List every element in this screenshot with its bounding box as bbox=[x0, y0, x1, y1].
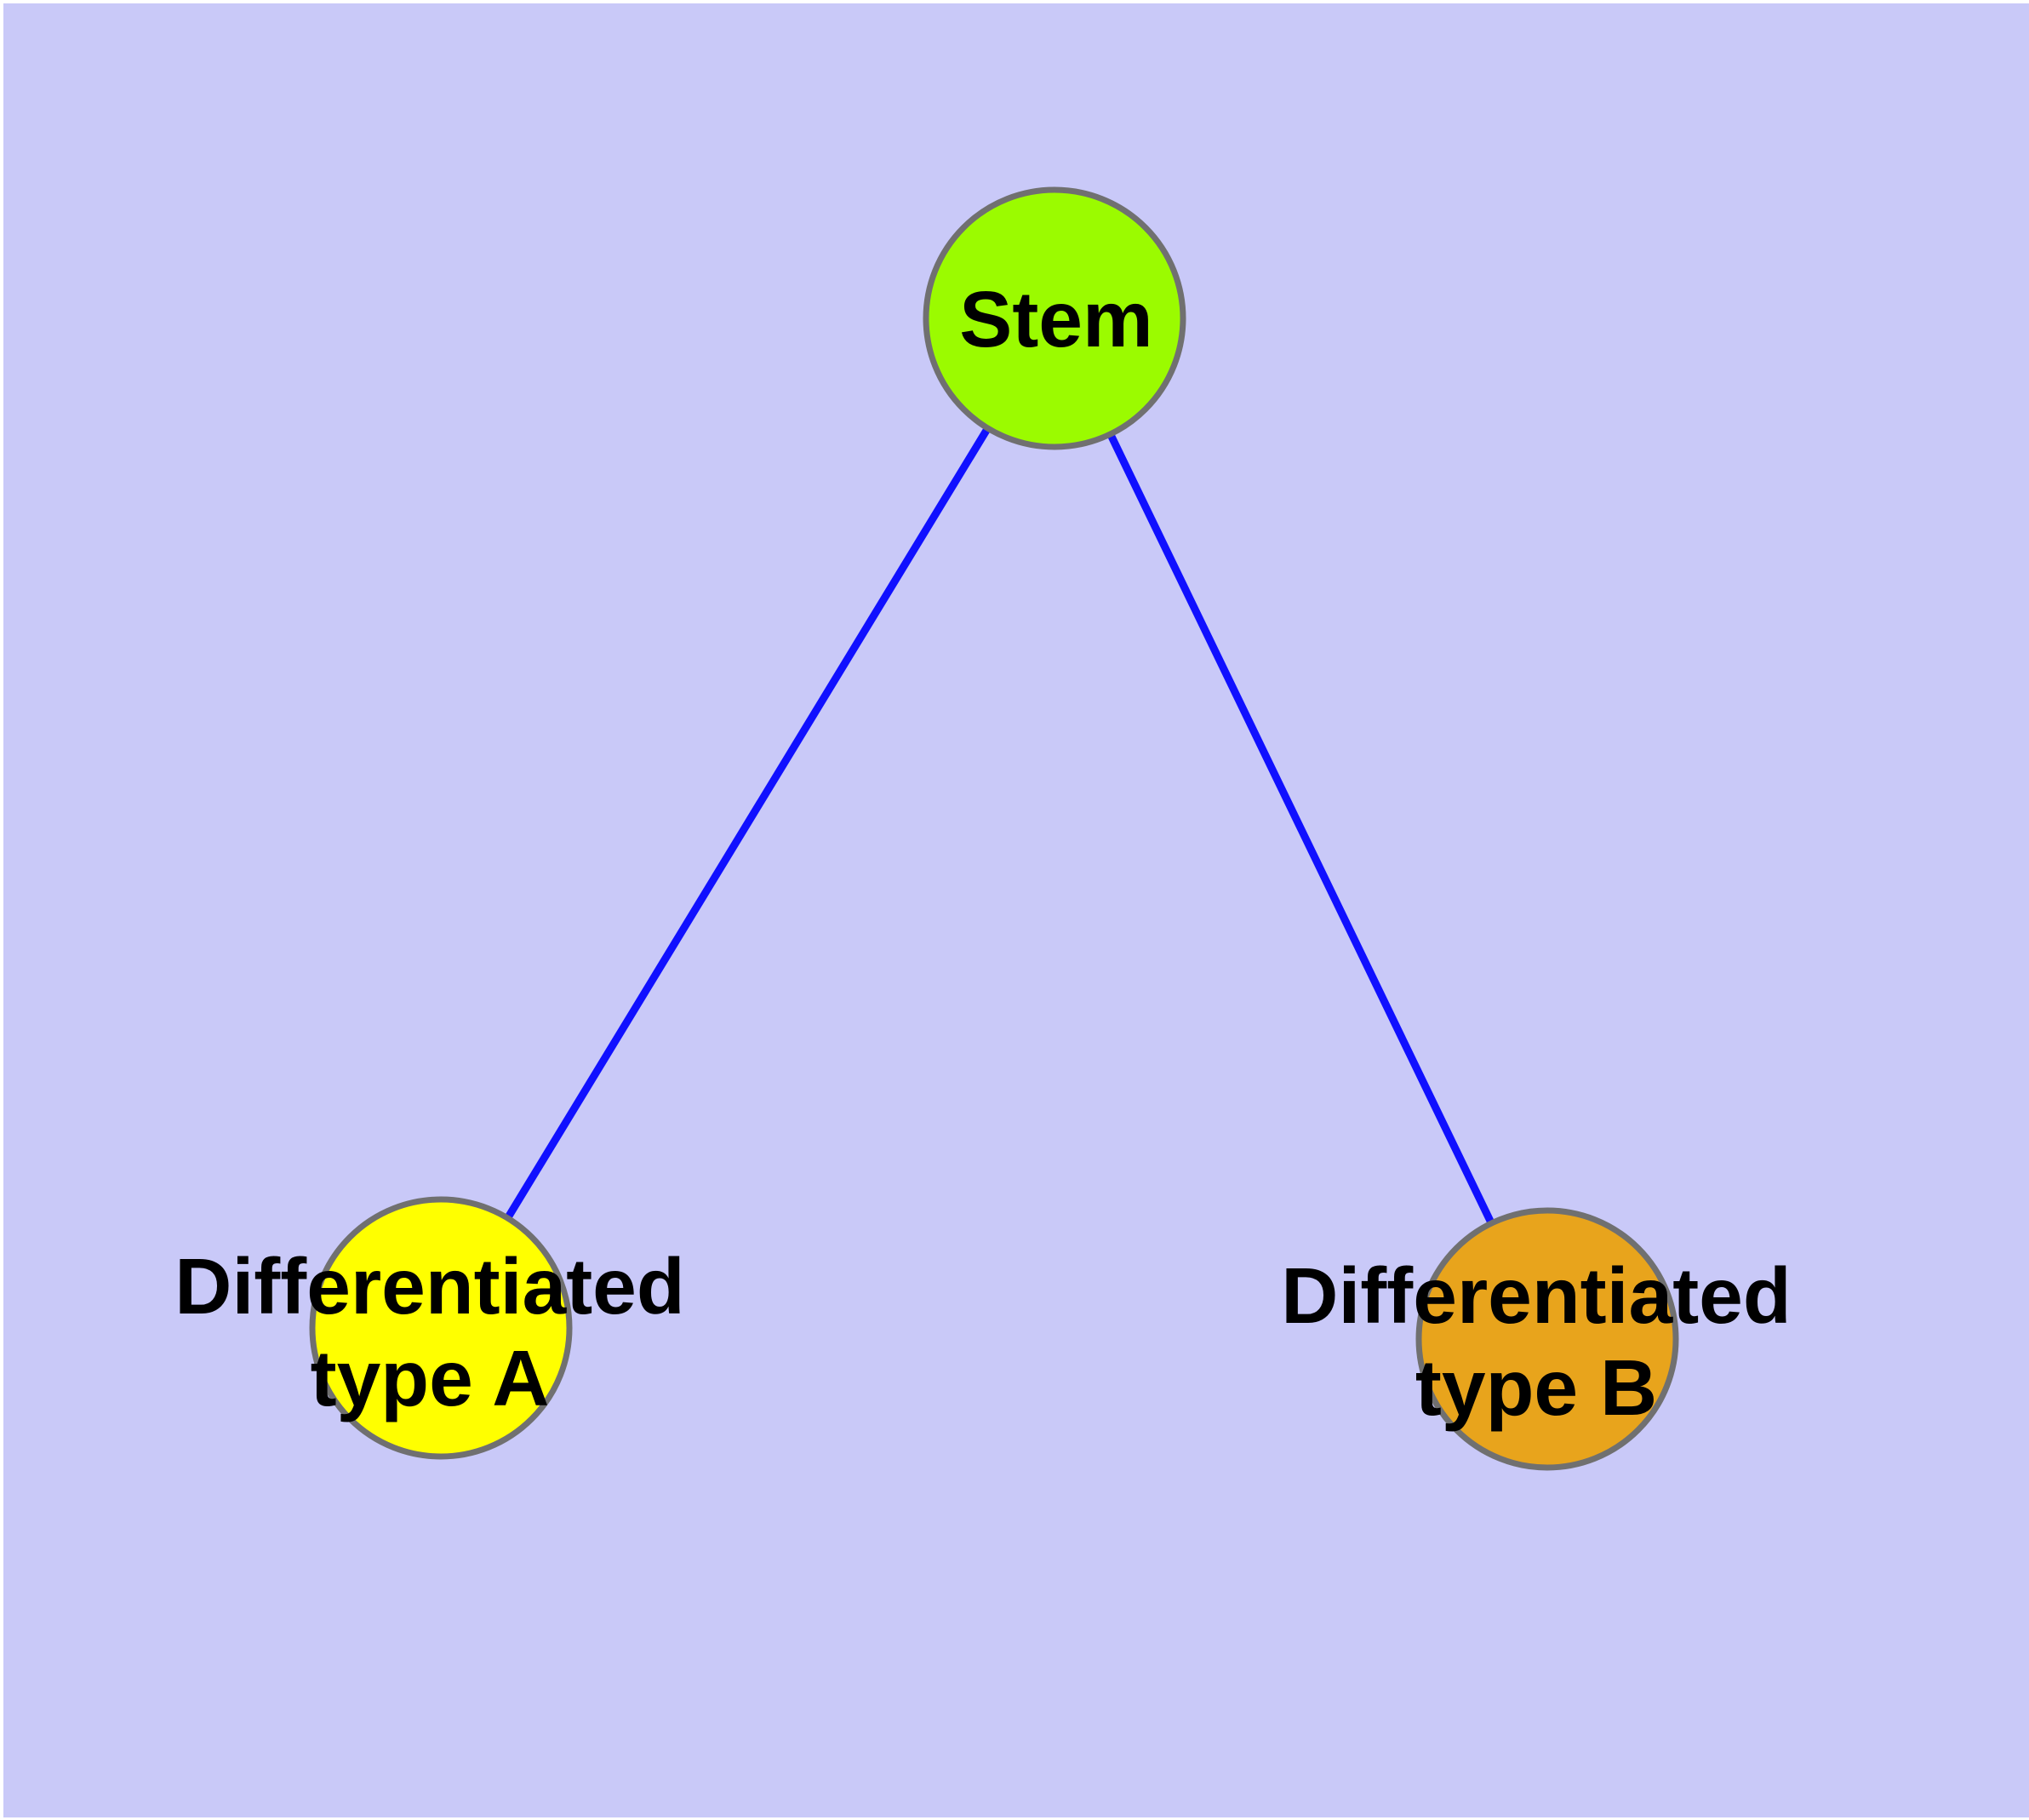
node-label-stem: Stem bbox=[959, 275, 1153, 363]
node-differentiated-type-a bbox=[309, 1196, 573, 1460]
edge-stem-to-differentiated-type-b bbox=[1050, 317, 1552, 1341]
node-label-differentiated-type-a: Differentiated type A bbox=[174, 1242, 685, 1422]
edge-stem-to-differentiated-type-a bbox=[437, 316, 1058, 1331]
node-label-differentiated-type-b: Differentiated type B bbox=[1281, 1251, 1792, 1432]
node-differentiated-type-b bbox=[1415, 1207, 1679, 1471]
node-stem bbox=[923, 186, 1186, 450]
